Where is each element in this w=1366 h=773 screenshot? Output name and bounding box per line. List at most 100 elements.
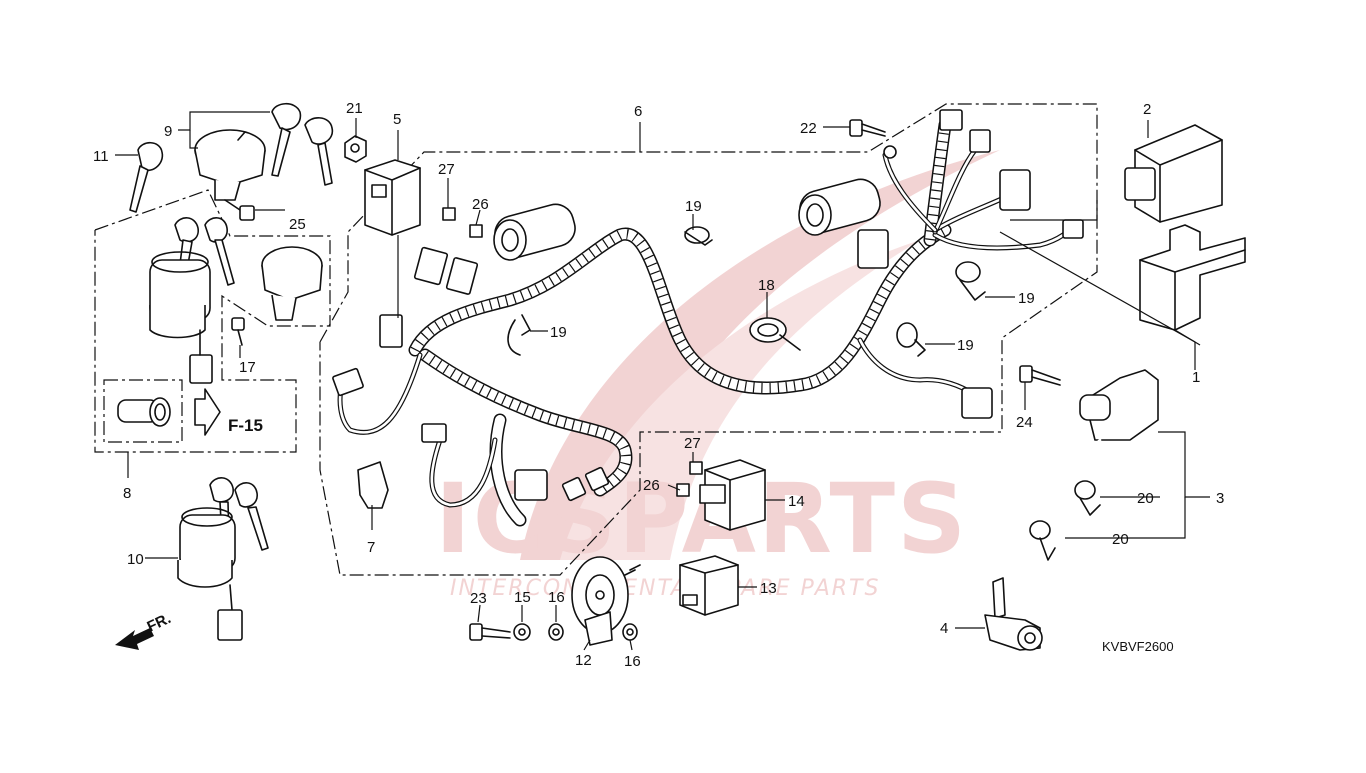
diagram-code: KVBVF2600	[1102, 639, 1174, 654]
harness-connector	[561, 476, 587, 502]
callout-20: 20	[1137, 490, 1154, 507]
callout-9: 9	[164, 123, 172, 140]
part-26-pin	[469, 224, 483, 238]
callout-15: 15	[514, 589, 531, 606]
callout-7: 7	[367, 539, 375, 556]
harness-connector	[857, 229, 889, 269]
part-7-cap	[357, 461, 389, 509]
callout-24: 24	[1016, 414, 1033, 431]
front-label: FR.	[145, 610, 174, 636]
part-27-pin	[689, 461, 703, 475]
callout-5: 5	[393, 111, 401, 128]
callouts: 1 2 3 4 5 6 7 8 9 10 11 12 13 14 15 16 1…	[93, 100, 1224, 670]
watermark-tagline: INTERCONTINENTAL SPARE PARTS	[450, 576, 880, 601]
callout-19: 19	[1018, 290, 1035, 307]
part-19-clip	[896, 322, 926, 357]
callout-19: 19	[685, 198, 702, 215]
callout-13: 13	[760, 580, 777, 597]
part-5-holder	[364, 159, 421, 236]
part-9-seat-lock	[194, 129, 266, 201]
harness-connector	[445, 257, 479, 295]
part-10-ignition-switch	[177, 477, 269, 641]
part-13-relay	[679, 555, 739, 616]
part-seat-lock	[261, 246, 323, 321]
harness-connector	[969, 129, 991, 153]
callout-27: 27	[438, 161, 455, 178]
harness-boot	[493, 203, 576, 261]
callout-8: 8	[123, 485, 131, 502]
callout-19: 19	[550, 324, 567, 341]
harness-connector	[413, 246, 449, 286]
harness-connector	[1062, 219, 1084, 239]
group-box-6	[319, 103, 1098, 576]
lock-cylinder-box	[103, 379, 183, 443]
part-12-horn	[571, 556, 641, 646]
part-4-plug-cap	[984, 577, 1043, 651]
callout-14: 14	[788, 493, 805, 510]
part-11-key	[129, 141, 164, 213]
part-19-clip	[684, 226, 713, 246]
part-24-bolt	[1019, 365, 1061, 386]
part-lock-cylinder	[117, 397, 171, 427]
reference-label: F-15	[228, 416, 263, 435]
part-16-washer	[548, 623, 564, 641]
harness-connector	[332, 367, 364, 397]
callout-26: 26	[472, 196, 489, 213]
callout-2: 2	[1143, 101, 1151, 118]
part-25-bolt	[224, 199, 255, 221]
part-1-bracket	[1139, 224, 1246, 331]
callout-12: 12	[575, 652, 592, 669]
callout-17: 17	[239, 359, 256, 376]
watermark-logo-swoosh-inner	[560, 240, 920, 560]
callout-23: 23	[470, 590, 487, 607]
part-8-ignition-switch	[149, 217, 235, 384]
harness-connector	[584, 466, 610, 492]
callout-25: 25	[289, 216, 306, 233]
part-21-nut	[344, 135, 367, 163]
front-direction-arrow: FR.	[115, 610, 174, 650]
callout-27: 27	[684, 435, 701, 452]
part-22-bolt	[849, 119, 886, 137]
callout-22: 22	[800, 120, 817, 137]
harness-boot	[798, 178, 881, 236]
part-3-ignition-coil	[999, 369, 1159, 562]
part-19-clip	[955, 261, 986, 301]
harness-connector	[421, 423, 447, 443]
part-23-bolt	[469, 623, 511, 641]
reference-arrow: F-15	[194, 388, 263, 436]
callout-20: 20	[1112, 531, 1129, 548]
harness-connector	[939, 109, 963, 131]
part-9-key	[304, 117, 334, 186]
part-2-cdi-unit	[1124, 124, 1223, 223]
callout-1: 1	[1192, 369, 1200, 386]
harness-connector	[379, 314, 403, 348]
leader-lines	[115, 111, 1210, 651]
callout-19: 19	[957, 337, 974, 354]
callout-3: 3	[1216, 490, 1224, 507]
callout-11: 11	[93, 148, 109, 165]
callout-16: 16	[548, 589, 565, 606]
harness-connector	[514, 469, 548, 501]
wire-harness	[332, 109, 1084, 527]
part-18-clamp	[749, 317, 801, 351]
callout-16: 16	[624, 653, 641, 670]
callout-10: 10	[127, 551, 144, 568]
part-19-clip	[507, 314, 531, 356]
callout-4: 4	[940, 620, 948, 637]
part-26-pin	[676, 483, 690, 497]
part-17-screw	[231, 317, 245, 346]
harness-connector	[961, 387, 993, 419]
part-20-clamp	[1029, 520, 1056, 561]
callout-21: 21	[346, 100, 363, 117]
harness-terminal	[883, 145, 897, 159]
part-20-clamp	[1074, 480, 1101, 516]
part-9-key	[271, 102, 302, 177]
harness-connector	[999, 169, 1031, 211]
part-16-washer	[622, 623, 638, 641]
callout-6: 6	[634, 103, 642, 120]
part-14-relay	[699, 459, 766, 531]
callout-18: 18	[758, 277, 775, 294]
callout-26: 26	[643, 477, 660, 494]
